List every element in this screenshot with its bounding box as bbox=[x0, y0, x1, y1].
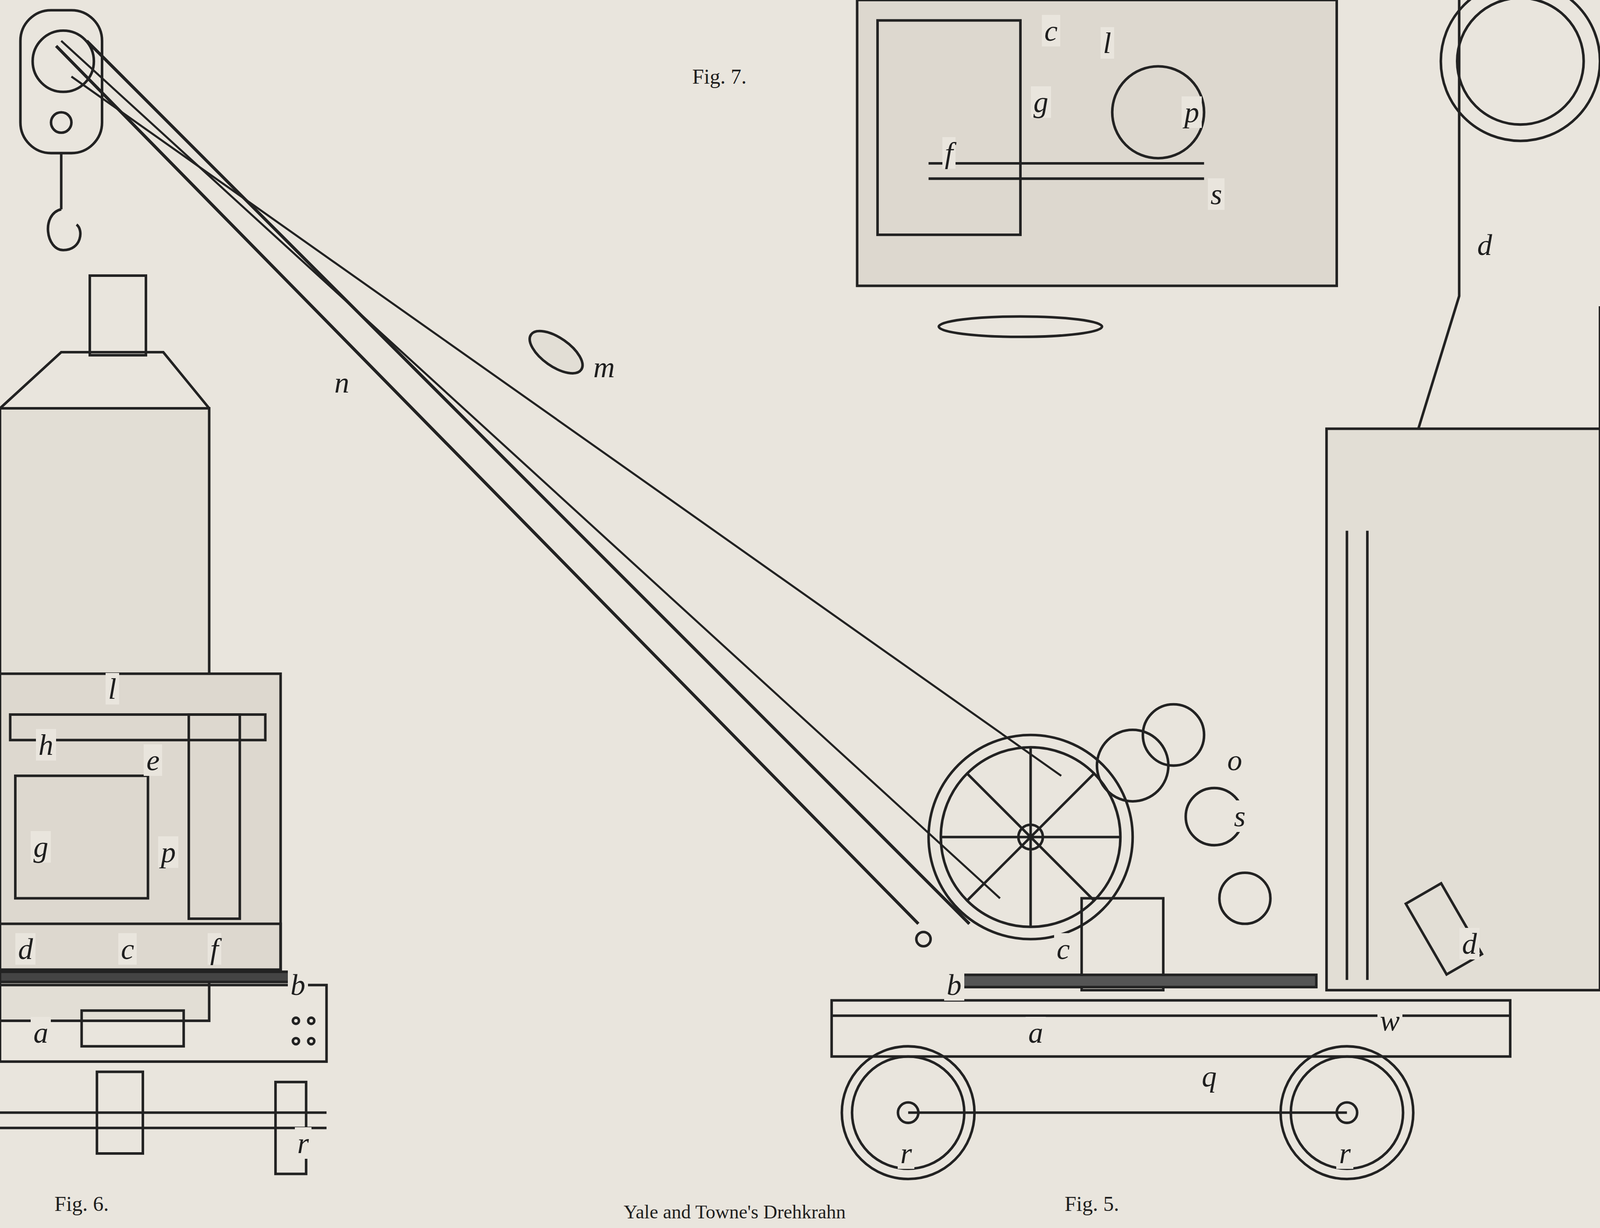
part-letter: h bbox=[35, 729, 57, 761]
figure-number: Fig. 5. bbox=[1061, 1192, 1122, 1216]
part-letter: f bbox=[942, 137, 956, 169]
part-letter: b bbox=[944, 969, 965, 1001]
part-letter: r bbox=[1336, 1137, 1353, 1169]
part-letter: a bbox=[1025, 1016, 1046, 1049]
part-letter: f bbox=[207, 933, 222, 965]
part-letter: g bbox=[30, 831, 51, 863]
part-letter: d bbox=[1459, 927, 1480, 960]
part-letter: p bbox=[158, 836, 179, 868]
part-letter: c bbox=[1041, 14, 1061, 47]
part-letter: g bbox=[1030, 86, 1052, 118]
part-letter: r bbox=[897, 1137, 915, 1169]
part-letter: s bbox=[1231, 800, 1249, 832]
caption: Yale and Towne's Drehkrahn bbox=[621, 1201, 849, 1223]
part-letter: r bbox=[294, 1127, 312, 1159]
part-letter: l bbox=[1100, 27, 1115, 59]
figure-number: Fig. 6. bbox=[51, 1192, 112, 1216]
part-letter: m bbox=[590, 351, 618, 383]
part-letter: d bbox=[15, 933, 36, 965]
part-letter: c bbox=[118, 933, 137, 965]
part-letter: q bbox=[1199, 1060, 1220, 1093]
part-letter: w bbox=[1377, 1004, 1403, 1037]
part-letter: d bbox=[1474, 229, 1495, 261]
part-letter: b bbox=[287, 969, 308, 1001]
figure-number: Fig. 7. bbox=[689, 65, 750, 89]
part-letter: n bbox=[331, 366, 352, 399]
part-letter: a bbox=[30, 1016, 51, 1049]
part-letter: c bbox=[1054, 933, 1073, 965]
part-letter: e bbox=[143, 744, 163, 776]
part-letter: s bbox=[1207, 178, 1225, 210]
part-letter: o bbox=[1224, 744, 1245, 776]
part-letter: p bbox=[1181, 96, 1202, 128]
part-letter: l bbox=[105, 672, 120, 705]
